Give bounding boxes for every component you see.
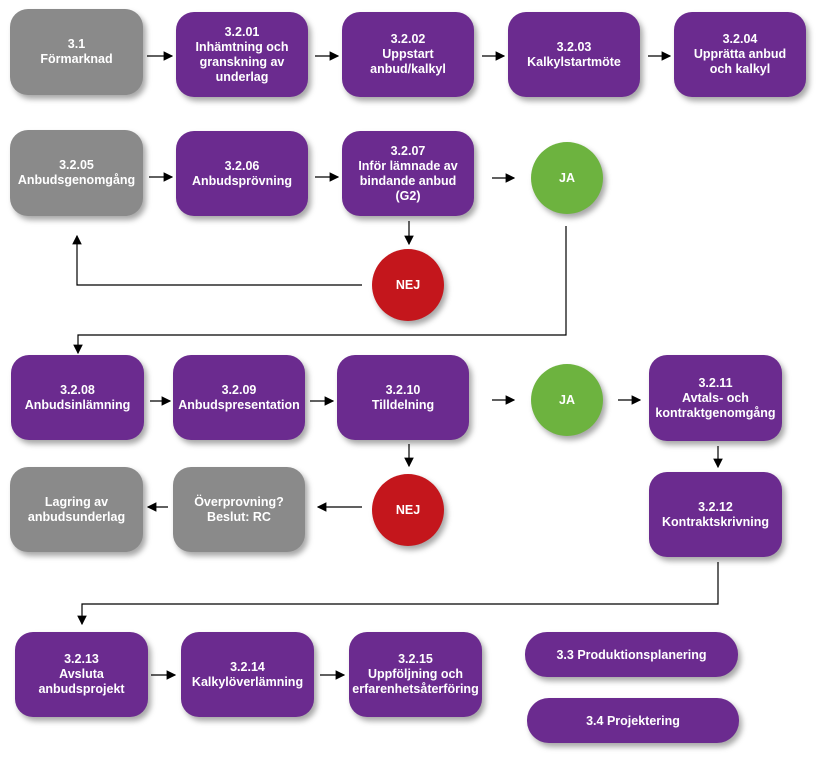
node-3-2-11[interactable]: 3.2.11 Avtals- och kontraktgenomgång [649,355,782,441]
node-label: Inhämtning och granskning av underlag [195,39,289,84]
node-lagring-av-anbudsunderlag[interactable]: Lagring av anbudsunderlag [10,467,143,552]
node-number: 3.2.07 [390,143,426,158]
node-3-2-12[interactable]: 3.2.12 Kontraktskrivning [649,472,782,557]
node-label: Upprätta anbud och kalkyl [693,47,787,76]
node-label: Anbudsinlämning [24,397,131,412]
node-number: 3.2.02 [390,32,426,46]
arrow-3-2-12-to-3-2-13 [77,562,719,626]
node-3-2-10[interactable]: 3.2.10 Tilldelning [337,355,469,440]
node-label: Uppföljning och erfarenhetsåterföring [352,667,479,696]
node-number: 3.2.06 [224,158,260,173]
node-label: Uppstart anbud/kalkyl [370,47,446,76]
decision-ja-1[interactable]: JA [531,142,603,214]
link-3-3-produktionsplanering[interactable]: 3.3 Produktionsplanering [525,632,738,677]
node-3-2-14[interactable]: 3.2.14 Kalkylöverlämning [181,632,314,717]
node-number: 3.2.11 [698,375,733,390]
arrow-nej-to-3-2-05 [72,234,362,286]
node-number: 3.2.13 [64,652,99,666]
decision-ja-2[interactable]: JA [531,364,603,436]
node-overprovning[interactable]: Överprovning? Beslut: RC [173,467,305,552]
node-3-2-02[interactable]: 3.2.02 Uppstart anbud/kalkyl [342,12,474,97]
decision-nej-2[interactable]: NEJ [372,474,444,546]
node-3-2-03[interactable]: 3.2.03 Kalkylstartmöte [508,12,640,97]
link-3-4-projektering[interactable]: 3.4 Projektering [527,698,739,743]
node-number: 3.1 [67,37,86,51]
node-3-2-13[interactable]: 3.2.13 Avsluta anbudsprojekt [15,632,148,717]
node-label: Överprovning? Beslut: RC [194,494,284,524]
node-3-2-08[interactable]: 3.2.08 Anbudsinlämning [11,355,144,440]
node-label: Inför lämnade av bindande anbud (G2) [358,158,458,203]
node-3-2-15[interactable]: 3.2.15 Uppföljning och erfarenhetsåterfö… [349,632,482,717]
node-number: 3.2.14 [230,659,265,674]
node-label: Avsluta anbudsprojekt [38,667,125,696]
node-number: 3.2.12 [698,499,733,514]
node-label: Kalkylöverlämning [191,674,304,689]
arrow-ja-to-3-2-08 [73,226,567,355]
node-number: 3.2.09 [221,382,257,397]
node-number: 3.2.05 [59,158,94,172]
node-label: Kalkylstartmöte [527,54,621,69]
node-3-2-05[interactable]: 3.2.05 Anbudsgenomgång [10,130,143,216]
node-label: Lagring av anbudsunderlag [27,494,126,524]
decision-nej-1[interactable]: NEJ [372,249,444,321]
node-label: Anbudspresentation [178,397,300,412]
node-3-1-formarknad[interactable]: 3.1 Förmarknad [10,9,143,95]
node-number: 3.2.04 [722,32,758,46]
node-label: Anbudsgenomgång [17,173,136,187]
node-label: Tilldelning [371,397,435,412]
node-3-2-04[interactable]: 3.2.04 Upprätta anbud och kalkyl [674,12,806,97]
node-3-2-01[interactable]: 3.2.01 Inhämtning och granskning av unde… [176,12,308,97]
node-number: 3.2.15 [398,652,433,666]
node-label: Förmarknad [40,52,113,66]
node-number: 3.2.08 [60,382,95,397]
node-number: 3.2.03 [556,39,592,54]
node-number: 3.2.10 [385,382,421,397]
node-label: Avtals- och kontraktgenomgång [655,390,776,420]
node-label: Anbudsprövning [192,173,292,188]
node-label: Kontraktskrivning [662,514,769,529]
node-3-2-09[interactable]: 3.2.09 Anbudspresentation [173,355,305,440]
node-3-2-06[interactable]: 3.2.06 Anbudsprövning [176,131,308,216]
node-number: 3.2.01 [224,24,260,39]
node-3-2-07[interactable]: 3.2.07 Inför lämnade av bindande anbud (… [342,131,474,216]
